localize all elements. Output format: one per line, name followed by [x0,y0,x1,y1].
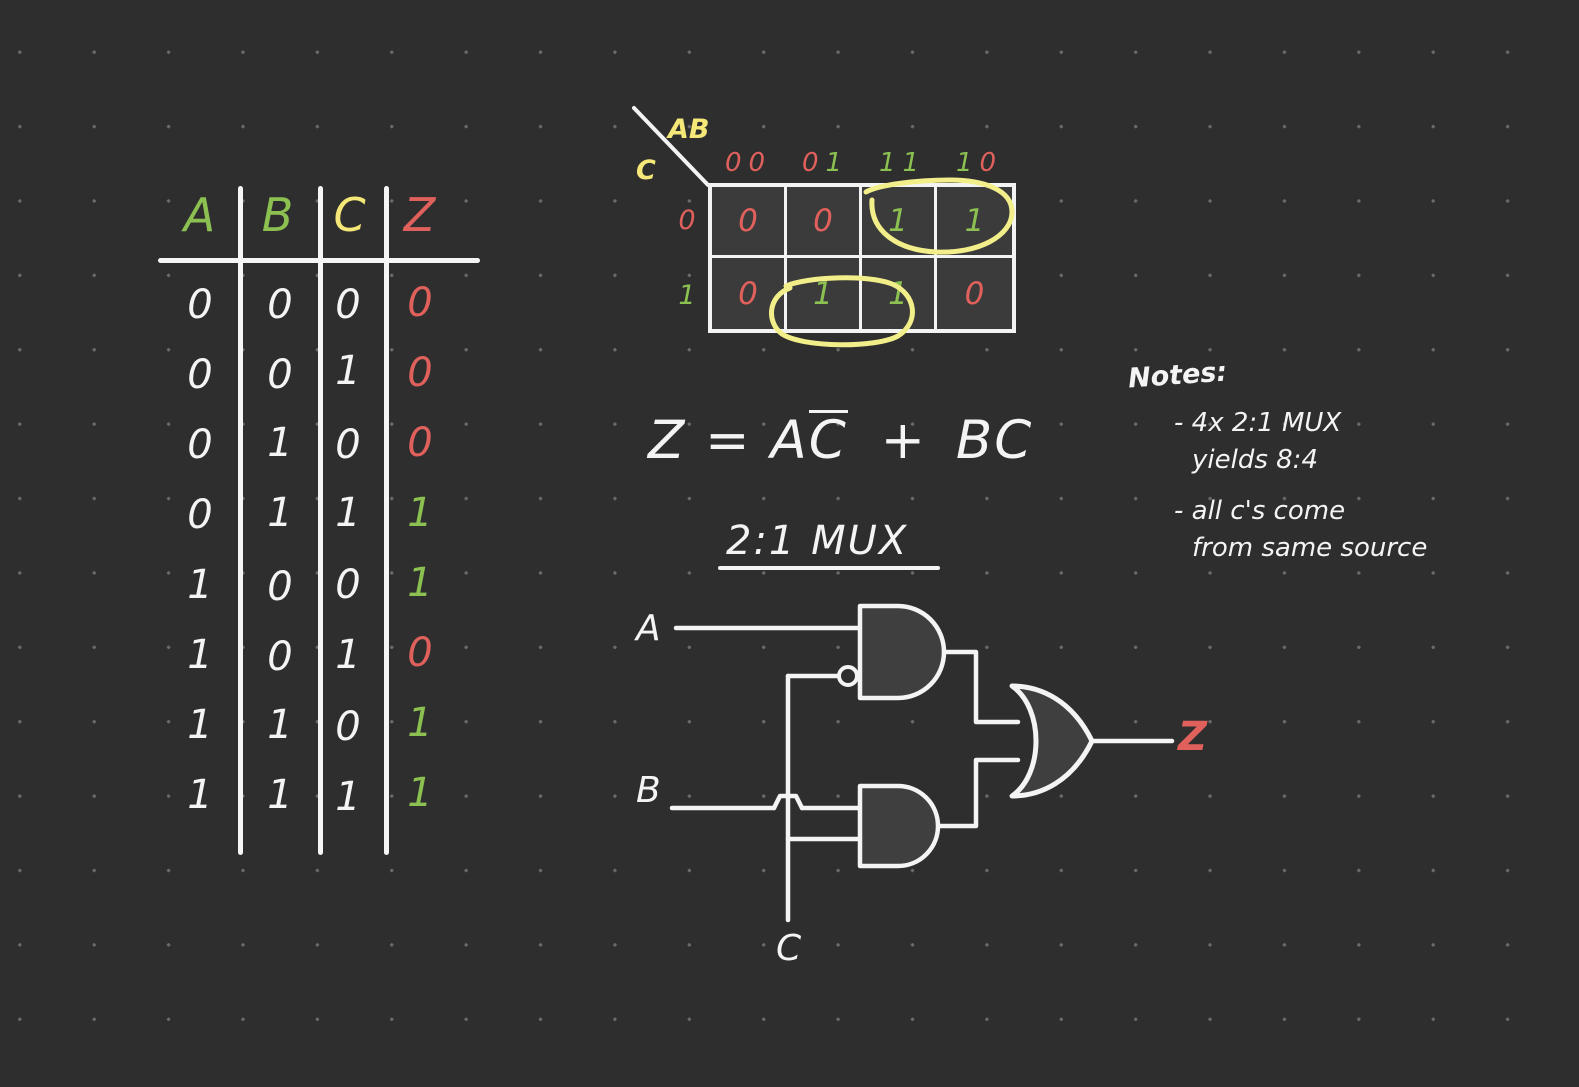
tt-c: 0 [335,562,361,608]
tt-b: 0 [267,352,293,398]
truth-table-header-a: A [183,188,217,242]
tt-b: 1 [267,490,293,536]
truth-table-divider-1 [238,186,243,855]
tt-z: 1 [407,490,433,536]
circuit-input-label-c: C [776,928,802,969]
kmap-col-header-00: 00 [724,148,773,178]
equation-plus: + [880,410,928,471]
kmap-cell: 1 [937,187,1012,258]
or-gate [1009,683,1095,799]
kmap-axis-label-c: C [636,155,656,186]
tt-a: 1 [187,562,213,608]
kmap-cell: 0 [712,187,787,258]
truth-table-divider-2 [318,186,323,855]
kmap-col-header-11: 11 [878,148,927,178]
tt-c: 1 [335,632,361,678]
tt-c: 1 [335,774,361,820]
truth-table-header-c: C [333,188,367,242]
kmap-cell: 1 [787,258,862,329]
kmap-cell: 0 [937,258,1012,329]
kmap-grid: 0 0 1 1 0 1 1 0 [708,183,1016,333]
notes-title: Notes: [1127,356,1229,395]
kmap-cell: 1 [862,187,937,258]
tt-z: 1 [407,770,433,816]
tt-b: 0 [267,282,293,328]
circuit-input-label-a: A [636,608,661,649]
mux-title-underline [718,566,940,570]
equation-lhs: Z [648,410,687,471]
tt-b: 1 [267,772,293,818]
equation-equals: = [705,410,752,471]
tt-z: 0 [407,420,433,466]
equation-term1-a: A [770,410,809,471]
note-line: yields 8:4 [1192,444,1318,475]
circuit-schematic [669,603,1175,923]
tt-a: 0 [187,352,213,398]
tt-z: 0 [407,280,433,326]
equation-term2-bc: BC [955,410,1034,471]
equation-term1-cbar: C [808,410,848,471]
truth-table-header-b: B [261,188,295,242]
kmap-cell: 1 [862,258,937,329]
tt-a: 0 [187,422,213,468]
tt-a: 1 [187,772,213,818]
kmap-axis-label-ab: AB [668,114,710,145]
tt-b: 0 [267,634,293,680]
tt-b: 0 [267,564,293,610]
kmap-col-header-01: 01 [801,148,850,178]
tt-c: 1 [335,348,361,394]
kmap-cell: 0 [712,258,787,329]
note-line: - all c's come [1174,495,1346,526]
tt-c: 1 [335,490,361,536]
kmap-col-header-10: 10 [955,148,1004,178]
truth-table: A B C Z 0 0 0 0 0 0 1 0 0 1 0 0 0 1 1 1 … [150,170,510,870]
tt-b: 1 [267,702,293,748]
tt-a: 0 [187,282,213,328]
wire-b-hop [771,793,805,811]
truth-table-divider-3 [384,186,389,855]
and-gate-bottom [857,783,941,869]
truth-table-header-rule [158,258,480,263]
circuit-output-label-z: Z [1178,714,1208,760]
wire-and-bottom-to-or [937,757,1021,829]
wire-and-top-to-or [941,649,1021,725]
note-line: - 4x 2:1 MUX [1174,408,1342,438]
note-line: from same source [1192,532,1428,563]
tt-z: 1 [407,700,433,746]
tt-z: 0 [407,630,433,676]
tt-z: 1 [407,560,433,606]
tt-a: 0 [187,492,213,538]
boolean-equation: Z = AC + BC [648,410,1033,471]
tt-c: 0 [335,422,361,468]
circuit-input-label-b: B [636,770,661,811]
inverter-bubble-icon [837,665,859,687]
mux-title: 2:1 MUX [726,518,909,564]
kmap-row-header-1: 1 [678,280,696,311]
tt-z: 0 [407,350,433,396]
tt-a: 1 [187,702,213,748]
tt-b: 1 [267,420,293,466]
tt-c: 0 [335,282,361,328]
and-gate-top [857,603,947,701]
kmap-cell: 0 [787,187,862,258]
note-item: - all c's come from same source [1128,493,1488,567]
kmap-row-header-0: 0 [678,205,696,236]
note-item: - 4x 2:1 MUX yields 8:4 [1128,405,1488,479]
tt-a: 1 [187,632,213,678]
notes-panel: Notes: - 4x 2:1 MUX yields 8:4 - all c's… [1127,356,1488,567]
karnaugh-map: AB C 00 01 11 10 0 1 0 0 1 1 0 1 1 0 [620,100,1050,350]
mux-circuit-diagram: A B C [620,590,1220,1010]
truth-table-header-z: Z [403,188,437,242]
tt-c: 0 [335,704,361,750]
